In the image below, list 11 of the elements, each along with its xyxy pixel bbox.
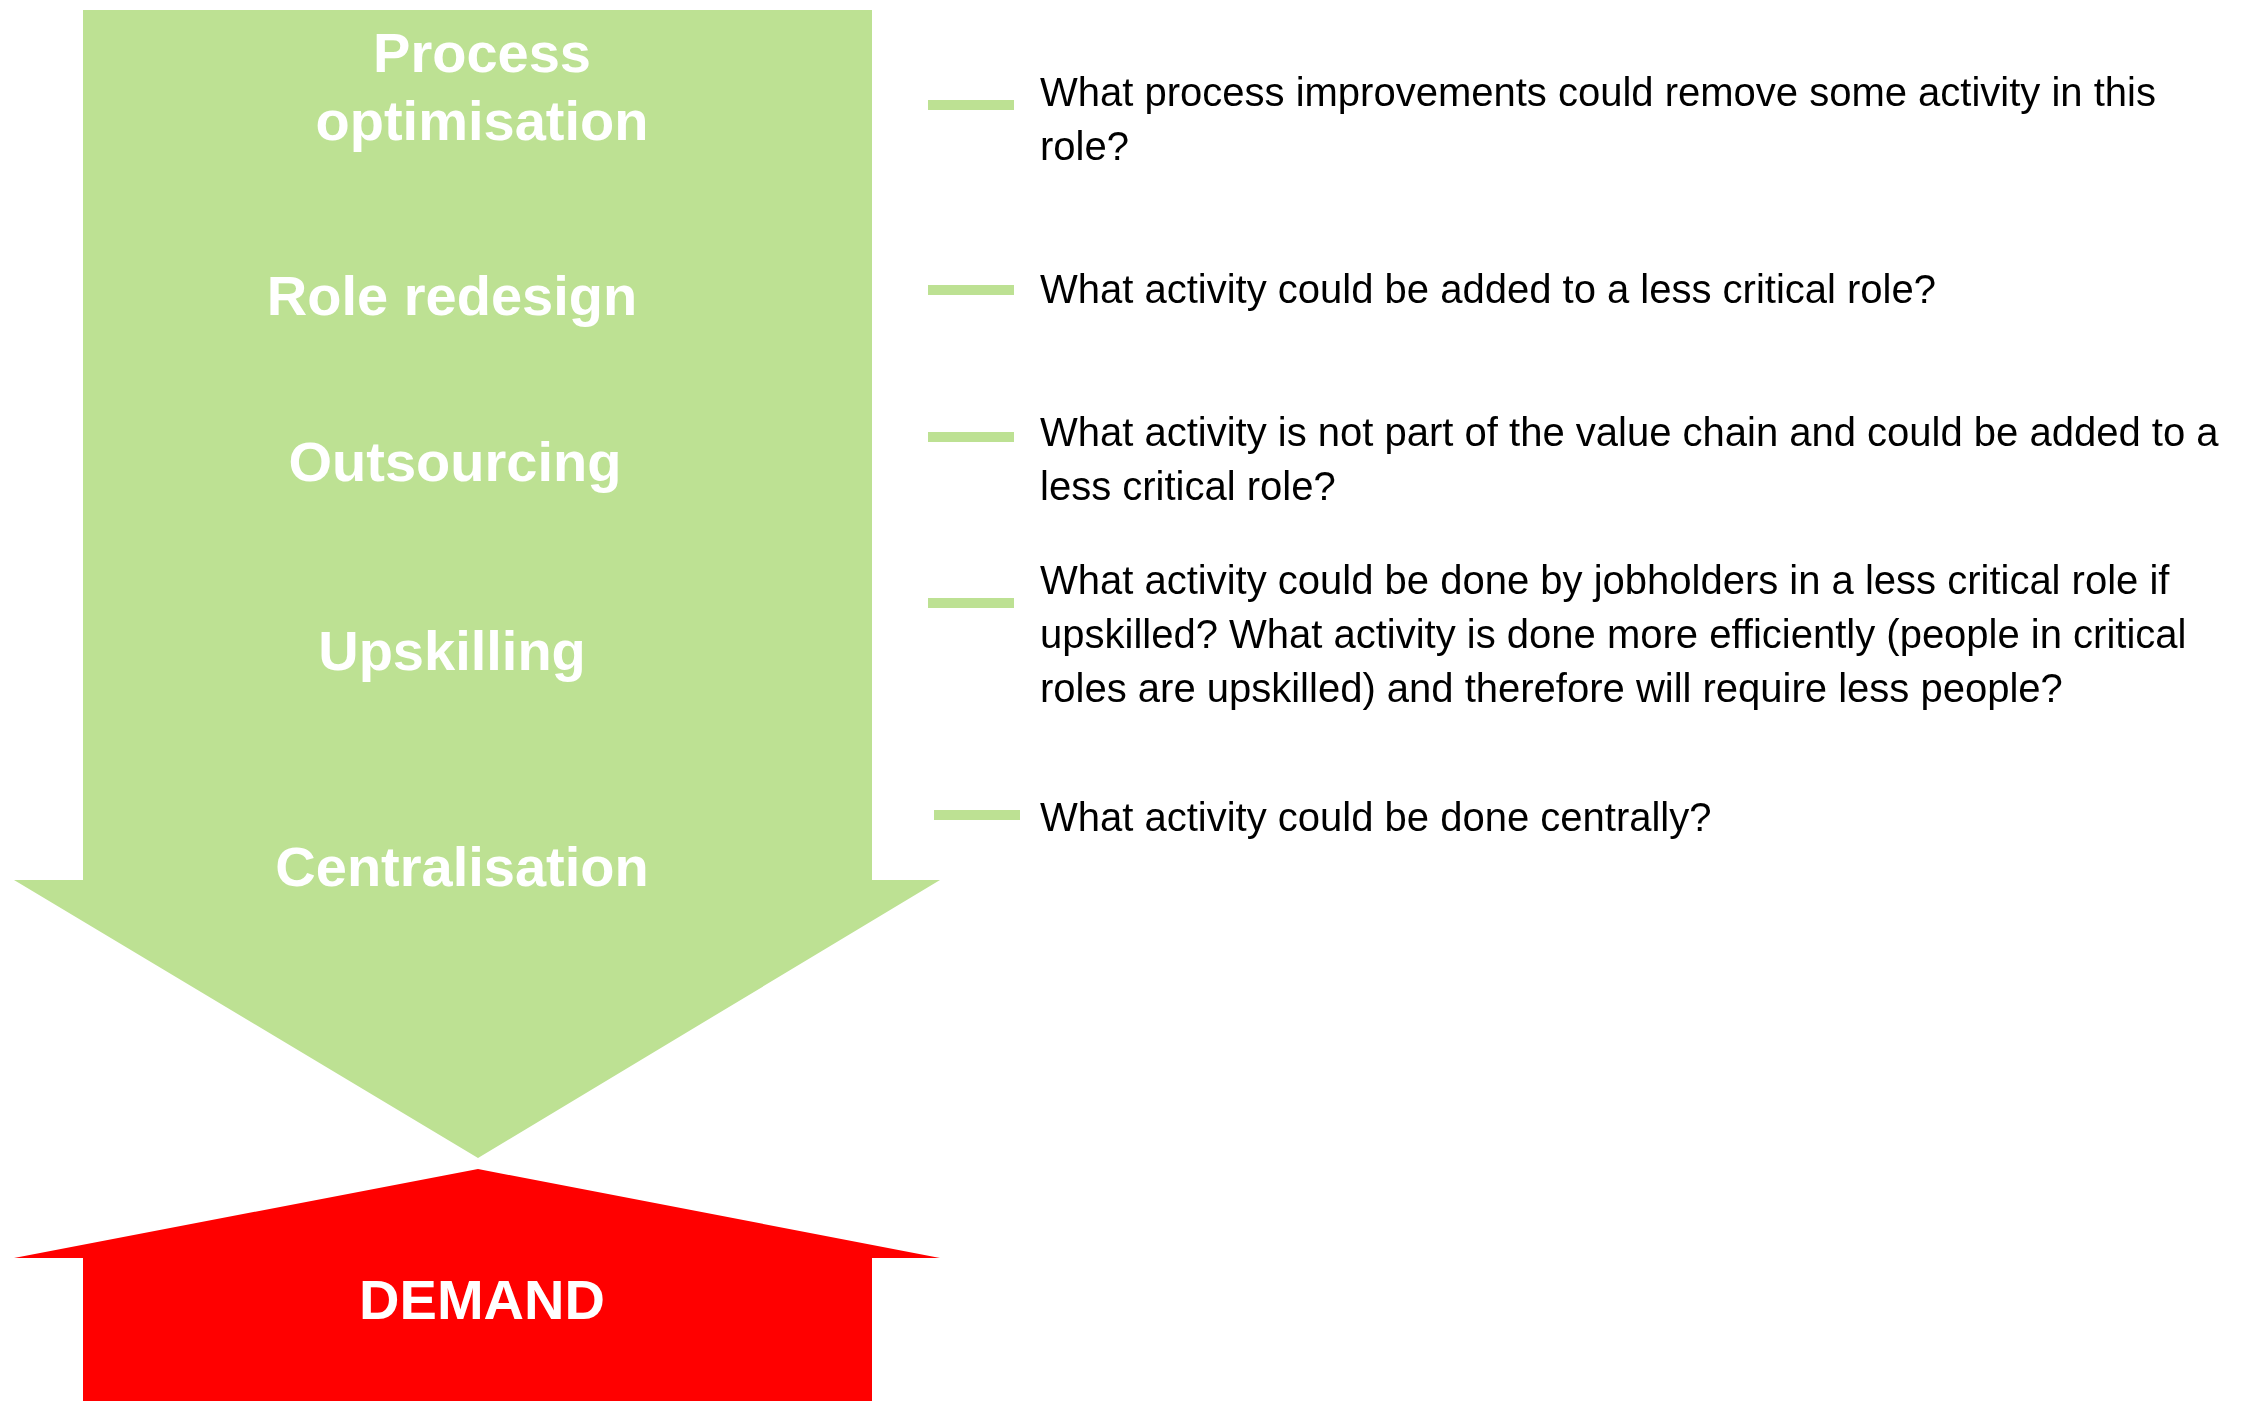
- question-text: What activity could be done centrally?: [1040, 794, 1713, 841]
- question-text: What process improvements could remove some activity in this role?: [1040, 69, 2157, 170]
- arrow-label: DEMAND: [358, 1267, 606, 1333]
- question-text: What activity is not part of the value chain and could be added to a less critical role?: [1040, 409, 2220, 510]
- stage-label: Outsourcing: [287, 429, 623, 495]
- stage-label: Centralisation: [274, 834, 650, 900]
- question-text: What activity could be added to a less critical role?: [1040, 266, 1937, 313]
- stage-label: Upskilling: [317, 618, 587, 684]
- stage-label: Role redesign: [265, 263, 639, 329]
- stage-label: Process optimisation: [314, 20, 650, 154]
- question-text: What activity could be done by jobholders in a less critical role if upskilled? What activity is done more efficiently (people in critical roles are upskilled) and therefore will require less people?: [1040, 557, 2188, 712]
